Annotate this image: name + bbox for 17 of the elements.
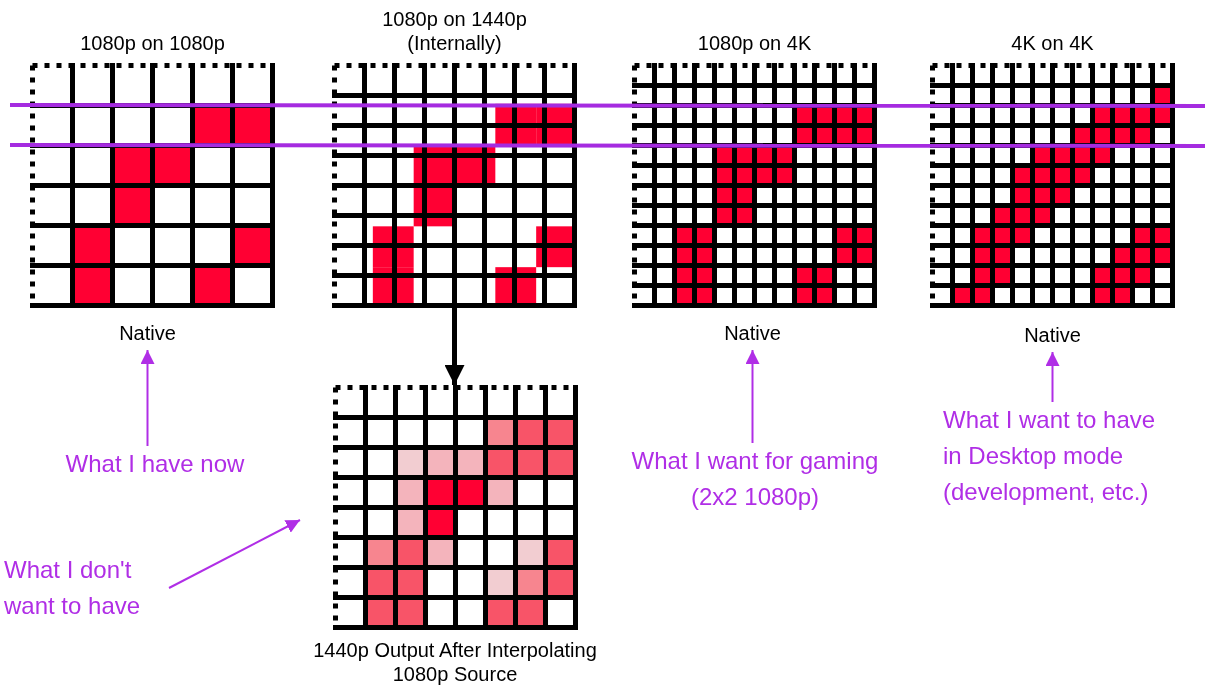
arrow <box>444 308 465 385</box>
arrow <box>168 519 301 589</box>
grid-title: 1440p Output After Interpolating 1080p Source <box>312 638 598 685</box>
annotation-text: What I want for gaming (2x2 1080p) <box>610 443 900 515</box>
annotation-text: What I want to have in Desktop mode (development, etc.) <box>943 402 1175 510</box>
grid-title: 1080p on 1080p <box>79 31 226 56</box>
caption-text: Native <box>1005 324 1100 352</box>
grid-title: 1080p on 4K <box>696 31 813 56</box>
caption-text: Native <box>100 322 195 350</box>
arrow <box>745 349 760 444</box>
grid-title: 1080p on 1440p (Internally) <box>381 14 528 56</box>
caption-text: Native <box>705 322 800 350</box>
arrow <box>1045 351 1060 403</box>
annotation-text: What I have now <box>40 446 270 482</box>
arrow <box>140 349 155 447</box>
grid-title: 4K on 4K <box>1010 31 1095 56</box>
annotation-text: What I don't want to have <box>4 552 169 624</box>
